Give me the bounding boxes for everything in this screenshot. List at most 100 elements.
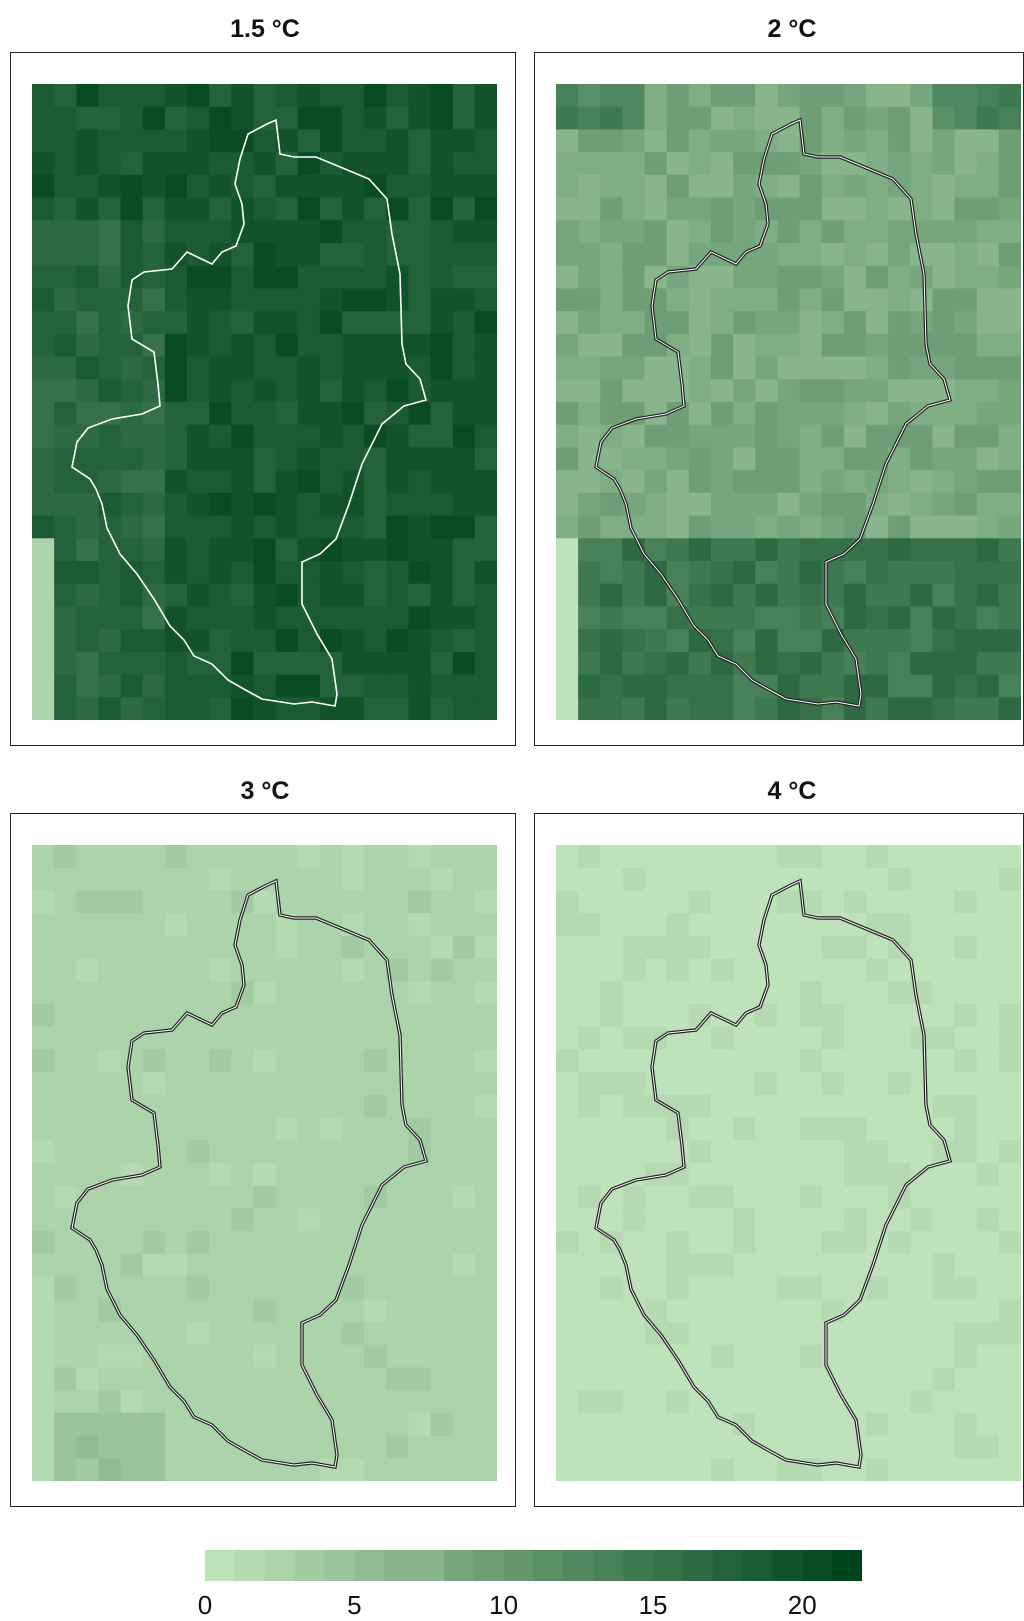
raster-cell — [600, 1435, 623, 1459]
raster-cell — [998, 1322, 1021, 1346]
raster-cell — [777, 1458, 801, 1481]
raster-cell — [231, 651, 254, 676]
raster-cell — [711, 913, 734, 937]
raster-cell — [364, 515, 387, 539]
raster-cell — [866, 606, 889, 630]
raster-cell — [998, 356, 1021, 380]
raster-cell — [799, 1435, 823, 1459]
raster-cell — [32, 561, 55, 585]
raster-cell — [187, 1094, 210, 1119]
raster-cell — [32, 629, 55, 653]
raster-cell — [932, 1004, 956, 1028]
raster-cell — [998, 890, 1021, 914]
raster-cell — [98, 152, 122, 176]
raster-cell — [386, 1208, 409, 1232]
raster-cell — [755, 1412, 778, 1437]
raster-cell — [120, 492, 144, 517]
raster-cell — [32, 651, 55, 676]
raster-cell — [164, 1163, 188, 1187]
raster-cell — [799, 1390, 823, 1414]
colorbar-swatch — [742, 1550, 774, 1581]
raster-cell — [711, 697, 734, 720]
raster-cell — [777, 243, 801, 267]
raster-cell — [386, 1185, 409, 1209]
raster-cell — [98, 1072, 122, 1096]
raster-cell — [821, 402, 845, 426]
raster-cell — [799, 1185, 823, 1209]
raster-cell — [843, 697, 867, 720]
raster-cell — [556, 1049, 579, 1073]
raster-cell — [976, 845, 1000, 869]
raster-cell — [32, 356, 55, 380]
raster-cell — [76, 958, 99, 982]
raster-cell — [777, 890, 801, 914]
raster-cell — [452, 174, 476, 199]
raster-cell — [799, 606, 823, 630]
raster-cell — [888, 470, 911, 494]
raster-cell — [452, 288, 476, 312]
raster-cell — [821, 1140, 845, 1164]
raster-cell — [777, 561, 801, 585]
raster-cell — [866, 1049, 889, 1073]
raster-cell — [54, 220, 77, 244]
raster-cell — [711, 1299, 734, 1323]
raster-cell — [932, 958, 956, 982]
raster-cell — [622, 913, 646, 937]
raster-cell — [821, 981, 845, 1005]
raster-cell — [733, 1163, 756, 1187]
raster-cell — [120, 1208, 144, 1232]
raster-cell — [866, 583, 889, 607]
raster-cell — [319, 106, 343, 130]
raster-cell — [142, 402, 166, 426]
raster-cell — [76, 561, 99, 585]
raster-cell — [578, 1390, 601, 1414]
raster-cell — [622, 1458, 646, 1481]
raster-cell — [998, 424, 1021, 448]
raster-cell — [644, 447, 668, 471]
raster-cell — [231, 561, 254, 585]
raster-cell — [187, 935, 210, 960]
raster-cell — [275, 402, 299, 426]
raster-cell — [910, 629, 933, 653]
raster-cell — [932, 402, 956, 426]
raster-cell — [187, 288, 210, 312]
raster-cell — [452, 492, 476, 517]
raster-cell — [364, 243, 387, 267]
raster-cell — [821, 935, 845, 960]
raster-cell — [342, 424, 365, 448]
raster-cell — [32, 958, 55, 982]
raster-cell — [821, 651, 845, 676]
raster-cell — [888, 867, 911, 891]
raster-cell — [452, 84, 476, 108]
raster-cell — [910, 1253, 933, 1278]
raster-cell — [843, 288, 867, 312]
raster-cell — [910, 265, 933, 289]
raster-cell — [733, 1344, 756, 1368]
raster-cell — [98, 515, 122, 539]
raster-cell — [98, 981, 122, 1005]
raster-cell — [231, 606, 254, 630]
raster-cell — [821, 1004, 845, 1028]
raster-cell — [386, 402, 409, 426]
raster-cell — [888, 106, 911, 130]
raster-cell — [976, 379, 1000, 403]
raster-cell — [430, 1163, 454, 1187]
raster-cell — [666, 424, 690, 448]
raster-cell — [932, 1276, 956, 1300]
raster-cell — [54, 470, 77, 494]
raster-cell — [821, 629, 845, 653]
raster-cell — [711, 515, 734, 539]
raster-cell — [408, 1185, 432, 1209]
raster-cell — [777, 935, 801, 960]
raster-cell — [556, 515, 579, 539]
raster-cell — [556, 174, 579, 199]
raster-cell — [408, 1004, 432, 1028]
raster-cell — [821, 845, 845, 869]
raster-cell — [408, 981, 432, 1005]
raster-cell — [578, 1026, 601, 1050]
raster-cell — [364, 890, 387, 914]
raster-cell — [600, 1026, 623, 1050]
raster-cell — [231, 1094, 254, 1119]
raster-cell — [666, 220, 690, 244]
raster-cell — [888, 220, 911, 244]
